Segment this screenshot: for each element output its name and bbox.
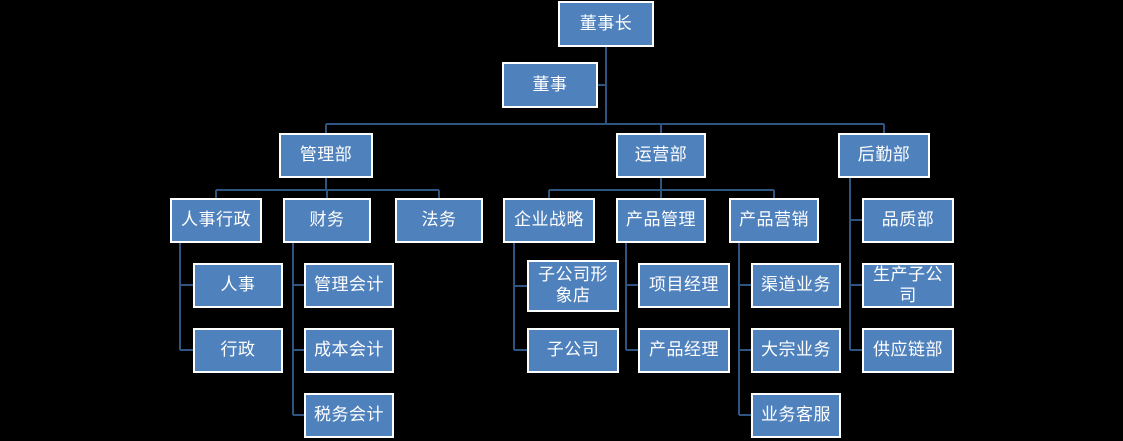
node-production-subsidiary[interactable]: 生产子公司 (862, 263, 954, 308)
node-customer-service[interactable]: 业务客服 (751, 393, 841, 438)
node-logistics-dept[interactable]: 后勤部 (838, 133, 930, 178)
node-channel-business[interactable]: 渠道业务 (751, 263, 841, 308)
node-product-marketing[interactable]: 产品营销 (729, 198, 819, 243)
node-project-manager[interactable]: 项目经理 (638, 263, 730, 308)
node-subsidiary-flagship-store[interactable]: 子公司形象店 (527, 260, 619, 312)
node-legal[interactable]: 法务 (395, 198, 483, 243)
node-quality-dept[interactable]: 品质部 (862, 198, 954, 243)
node-chairman[interactable]: 董事长 (558, 1, 654, 47)
node-management-accounting[interactable]: 管理会计 (304, 263, 394, 308)
node-bulk-business[interactable]: 大宗业务 (751, 328, 841, 373)
node-subsidiary[interactable]: 子公司 (527, 328, 619, 373)
node-director[interactable]: 董事 (502, 62, 598, 108)
node-tax-accounting[interactable]: 税务会计 (304, 393, 394, 438)
node-product-management[interactable]: 产品管理 (616, 198, 706, 243)
node-supply-chain-dept[interactable]: 供应链部 (862, 328, 954, 373)
node-corporate-strategy[interactable]: 企业战略 (503, 198, 595, 243)
node-operations-dept[interactable]: 运营部 (616, 133, 706, 178)
node-finance[interactable]: 财务 (283, 198, 371, 243)
node-hr[interactable]: 人事 (193, 263, 283, 308)
node-administration[interactable]: 行政 (193, 328, 283, 373)
node-hr-admin[interactable]: 人事行政 (170, 198, 262, 243)
node-product-manager[interactable]: 产品经理 (638, 328, 730, 373)
node-cost-accounting[interactable]: 成本会计 (304, 328, 394, 373)
node-management-dept[interactable]: 管理部 (279, 133, 373, 178)
